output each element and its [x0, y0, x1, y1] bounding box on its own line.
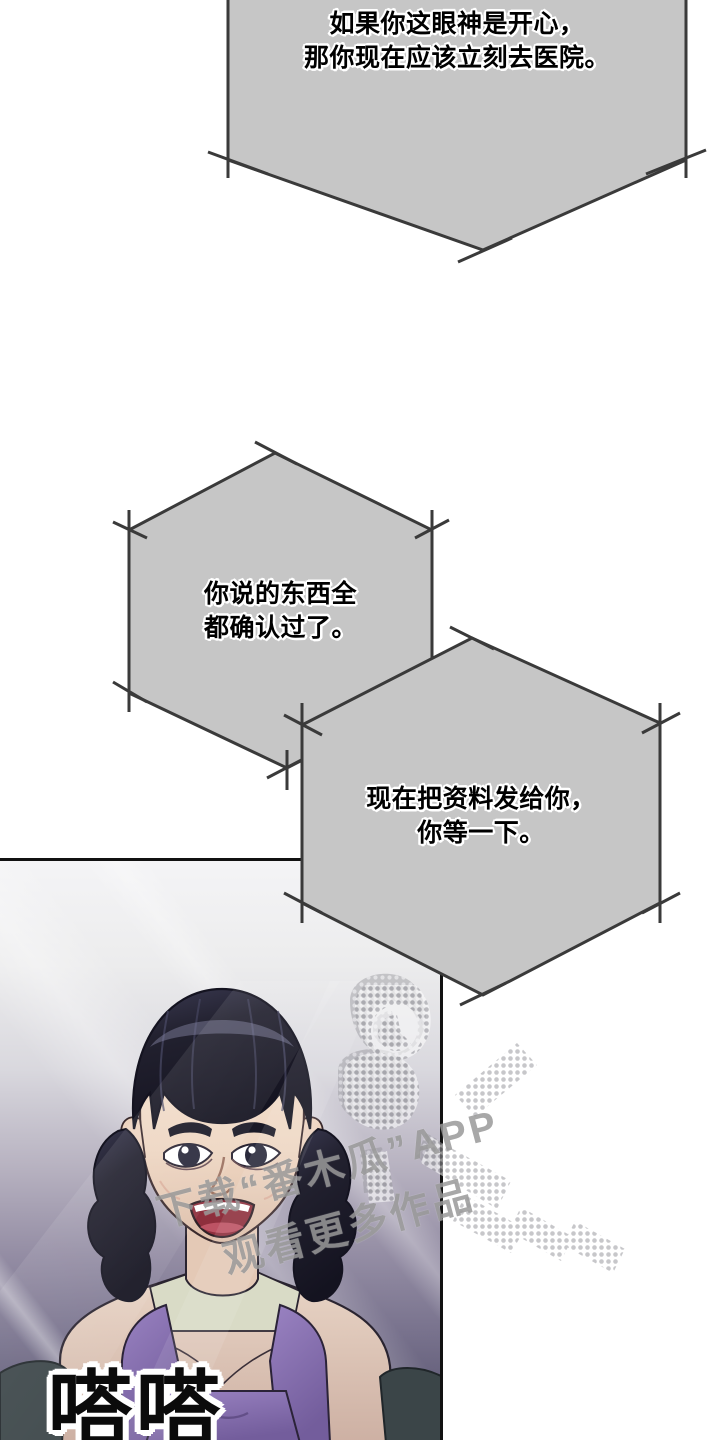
character-illustration	[0, 981, 440, 1440]
speech-bubble-1: 如果你这眼神是开心， 那你现在应该立刻去医院。	[207, 0, 707, 290]
speech-bubble-3-text: 现在把资料发给你， 你等一下。	[366, 785, 596, 847]
sound-effect-text: 嗒嗒	[48, 1363, 225, 1440]
speech-bubble-1-text: 如果你这眼神是开心， 那你现在应该立刻去医院。	[303, 10, 610, 72]
speech-bubble-2-text: 你说的东西全 都确认过了。	[203, 580, 357, 642]
speech-bubble-3: 现在把资料发给你， 你等一下。	[283, 625, 681, 1007]
character-panel	[0, 858, 443, 1440]
speech-bubble-2: 你说的东西全 都确认过了。	[112, 440, 450, 790]
